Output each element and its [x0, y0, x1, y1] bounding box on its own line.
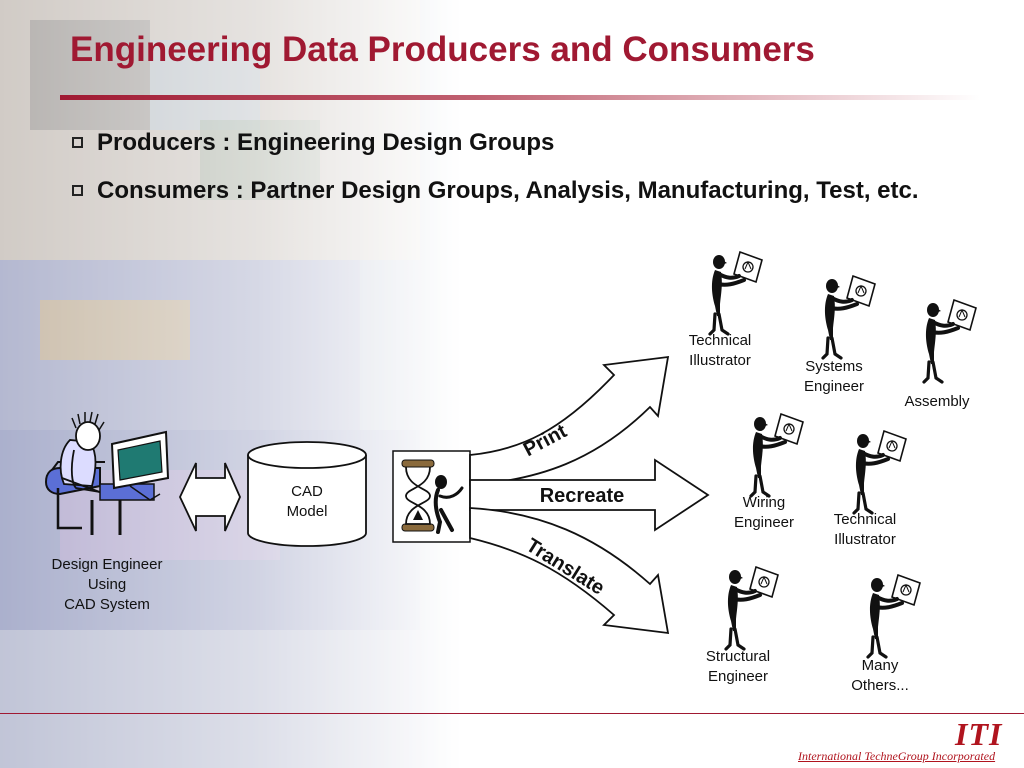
translate-arrow — [469, 507, 670, 635]
cad-model-label: CAD Model — [286, 483, 328, 520]
arrow-label-recreate: Recreate — [540, 485, 625, 507]
person-holding-document-icon — [866, 573, 922, 659]
checkbox-bullet-icon — [72, 185, 83, 196]
consumer-label: Technical Illustrator — [688, 332, 752, 369]
hourglass-icon — [392, 450, 471, 543]
title-rule — [60, 95, 980, 100]
consumer-label: Systems Engineer — [803, 358, 865, 395]
iti-logo: ITI — [955, 716, 1003, 752]
company-name: International TechneGroup Incorporated — [798, 749, 996, 763]
bullet-producers: Producers : Engineering Design Groups — [72, 126, 952, 160]
print-arrow — [469, 355, 670, 486]
checkbox-bullet-icon — [72, 137, 83, 148]
person-holding-document-icon — [922, 298, 978, 384]
person-holding-document-icon — [749, 412, 805, 498]
consumer-label: Wiring Engineer — [733, 494, 795, 531]
person-holding-document-icon — [821, 274, 877, 360]
bullet-text: Consumers : Partner Design Groups, Analy… — [97, 177, 919, 204]
consumer-label: Many Others... — [851, 657, 909, 694]
double-arrow-icon — [179, 462, 241, 532]
recreate-arrow — [469, 458, 710, 532]
consumer-label: Structural Engineer — [705, 648, 771, 685]
consumer-label: Assembly — [904, 393, 970, 410]
footer-rule — [0, 713, 1024, 714]
cad-model-cylinder — [247, 441, 367, 547]
bullet-text: Producers : Engineering Design Groups — [97, 129, 555, 156]
bullet-consumers: Consumers : Partner Design Groups, Analy… — [72, 174, 952, 208]
person-holding-document-icon — [852, 429, 908, 515]
consumer-label: Technical Illustrator — [833, 511, 897, 548]
person-holding-document-icon — [724, 565, 780, 651]
design-engineer-icon — [44, 411, 170, 535]
person-holding-document-icon — [708, 250, 764, 336]
design-engineer-label: Design Engineer Using CAD System — [51, 556, 163, 613]
slide-title: Engineering Data Producers and Consumers — [70, 30, 815, 69]
